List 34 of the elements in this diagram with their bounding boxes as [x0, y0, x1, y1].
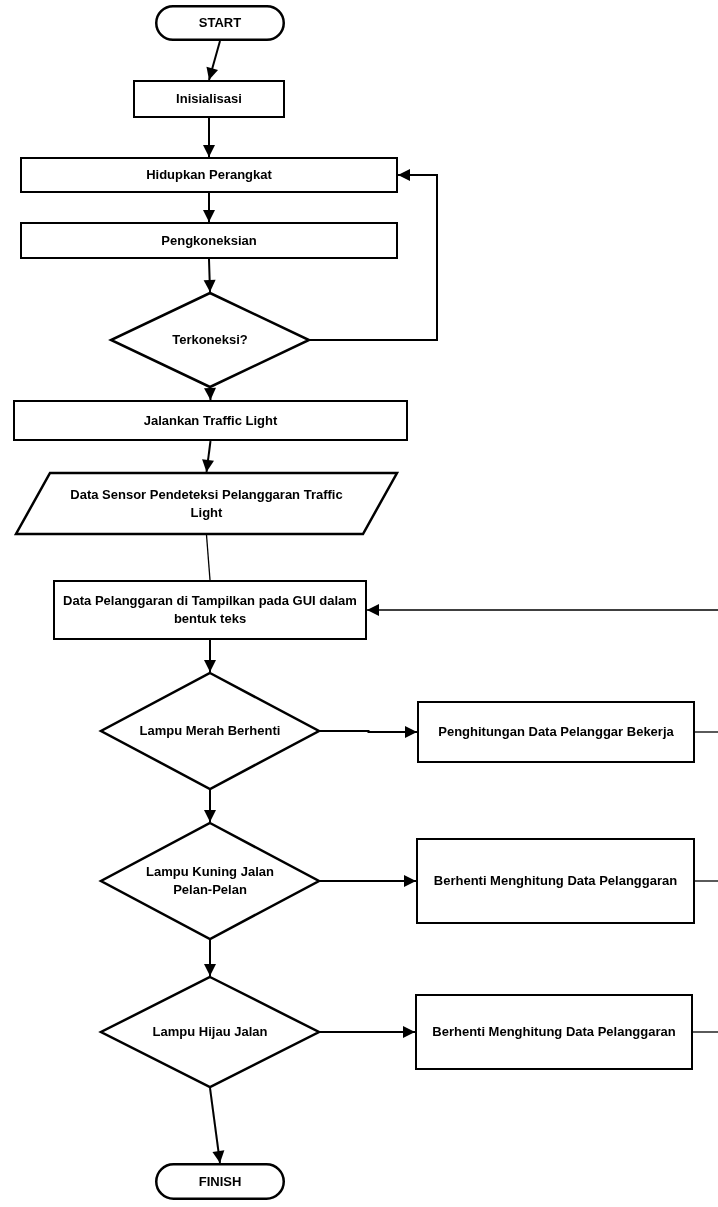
arrow: [309, 169, 438, 341]
terminator: START: [155, 5, 285, 41]
data-parallelogram: Data Sensor Pendeteksi Pelanggaran Traffic Light: [15, 472, 398, 535]
arrow: [366, 604, 718, 616]
decision-diamond: Lampu Hijau Jalan: [100, 976, 320, 1088]
arrow: [319, 1026, 416, 1038]
arrow: [204, 639, 216, 673]
connector-line: [694, 880, 718, 882]
process-box: Data Pelanggaran di Tampilkan pada GUI dalam bentuk teks: [53, 580, 367, 640]
process-box: Jalankan Traffic Light: [13, 400, 408, 441]
arrow: [204, 387, 216, 401]
decision-diamond: Terkoneksi?: [110, 292, 310, 388]
process-box: Berhenti Menghitung Data Pelanggaran: [415, 994, 693, 1070]
arrow: [204, 789, 216, 823]
process-box: Inisialisasi: [133, 80, 285, 118]
arrow: [203, 258, 216, 293]
connector-line: [692, 1031, 718, 1033]
connector-line: [205, 534, 211, 581]
arrow: [204, 939, 216, 977]
arrow: [319, 726, 418, 738]
process-box: Penghitungan Data Pelanggar Bekerja: [417, 701, 695, 763]
arrow: [203, 117, 215, 158]
decision-diamond: Lampu Kuning Jalan Pelan-Pelan: [100, 822, 320, 940]
process-box: Berhenti Menghitung Data Pelanggaran: [416, 838, 695, 924]
process-box: Pengkoneksian: [20, 222, 398, 259]
process-box: Hidupkan Perangkat: [20, 157, 398, 193]
connector-line: [694, 731, 718, 733]
arrow: [319, 875, 417, 887]
arrow: [209, 1087, 225, 1164]
terminator: FINISH: [155, 1163, 285, 1200]
decision-diamond: Lampu Merah Berhenti: [100, 672, 320, 790]
arrow: [206, 40, 221, 81]
arrow: [203, 192, 215, 223]
arrow: [202, 440, 214, 473]
